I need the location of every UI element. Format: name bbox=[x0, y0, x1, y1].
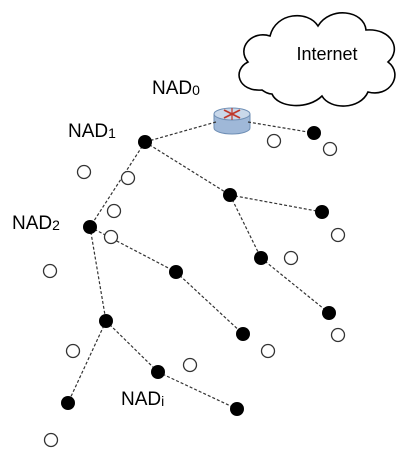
label-nad2-main: NAD bbox=[12, 213, 52, 234]
link-nad0-node-a bbox=[247, 121, 315, 134]
node-nad2 bbox=[83, 220, 97, 234]
router-icon bbox=[213, 107, 251, 135]
node-d bbox=[254, 251, 268, 265]
mesh-nodes bbox=[61, 126, 336, 416]
client-node bbox=[182, 357, 198, 373]
node-e bbox=[322, 306, 336, 320]
client-node bbox=[103, 229, 119, 245]
node-k bbox=[230, 402, 244, 416]
link-node-b-node-c bbox=[229, 194, 323, 213]
node-a bbox=[307, 126, 321, 140]
label-nad1: NAD1 bbox=[68, 121, 116, 142]
node-h bbox=[99, 314, 113, 328]
link-node-h-node-j bbox=[67, 320, 107, 404]
client-node bbox=[322, 141, 338, 157]
link-nad0-nad1 bbox=[144, 121, 217, 143]
link-node-f-node-g bbox=[175, 271, 244, 335]
client-node bbox=[42, 263, 58, 279]
label-nadi-sub: i bbox=[161, 393, 164, 409]
client-nodes bbox=[42, 133, 346, 448]
label-nadi: NADi bbox=[121, 389, 164, 410]
label-nad0-sub: 0 bbox=[192, 82, 200, 98]
node-nad1 bbox=[138, 135, 152, 149]
label-nad2: NAD2 bbox=[12, 213, 60, 234]
node-f bbox=[169, 265, 183, 279]
link-nad2-node-f bbox=[89, 226, 177, 273]
node-b bbox=[223, 188, 237, 202]
internet-cloud: Internet bbox=[238, 12, 396, 107]
link-node-d-node-e bbox=[260, 257, 330, 314]
node-j bbox=[61, 396, 75, 410]
label-nad0-main: NAD bbox=[152, 78, 192, 99]
client-node bbox=[65, 343, 81, 359]
link-node-b-node-d bbox=[229, 194, 262, 259]
label-nad2-sub: 2 bbox=[52, 217, 60, 233]
client-node bbox=[260, 343, 276, 359]
client-node bbox=[120, 170, 136, 186]
node-c bbox=[315, 205, 329, 219]
link-node-h-nadi bbox=[105, 320, 159, 373]
link-nadi-node-k bbox=[157, 371, 238, 410]
node-g bbox=[236, 327, 250, 341]
client-node bbox=[43, 432, 59, 448]
link-nad2-node-h bbox=[89, 226, 107, 322]
client-node bbox=[266, 133, 282, 149]
client-node bbox=[283, 250, 299, 266]
label-nad1-sub: 1 bbox=[108, 125, 116, 141]
link-nad1-node-b bbox=[144, 141, 231, 196]
internet-label: Internet bbox=[296, 44, 357, 64]
client-node bbox=[76, 164, 92, 180]
label-nadi-main: NAD bbox=[121, 389, 161, 410]
label-nad1-main: NAD bbox=[68, 121, 108, 142]
mesh-links bbox=[67, 121, 330, 410]
client-node bbox=[106, 203, 122, 219]
client-node bbox=[330, 327, 346, 343]
client-node bbox=[330, 227, 346, 243]
link-nad1-nad2 bbox=[89, 141, 146, 228]
label-nad0: NAD0 bbox=[152, 78, 200, 99]
node-nadi bbox=[151, 365, 165, 379]
